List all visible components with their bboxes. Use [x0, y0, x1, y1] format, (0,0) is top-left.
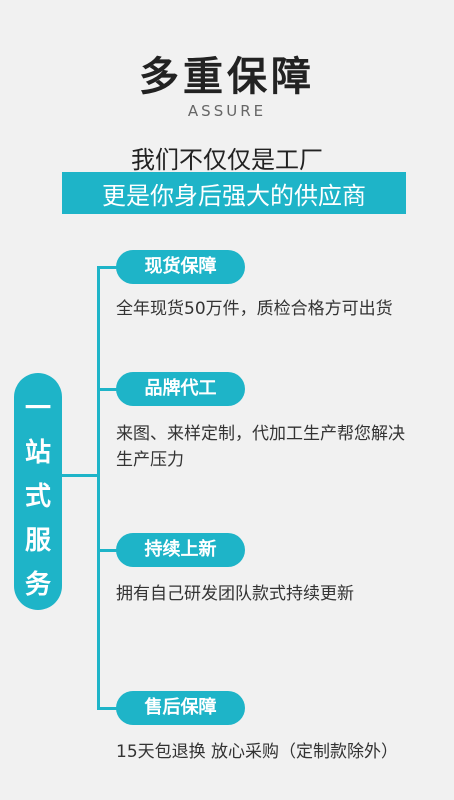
timeline-trunk: [97, 267, 100, 709]
feature-desc-new: 拥有自己研发团队款式持续更新: [116, 584, 354, 604]
feature-tag-oem: 品牌代工: [116, 372, 245, 406]
tagline-primary: 我们不仅仅是工厂: [131, 146, 323, 174]
feature-desc-oem: 来图、来样定制，代加工生产帮您解决生产压力: [116, 424, 405, 470]
feature-tag-stock: 现货保障: [116, 250, 245, 284]
feature-desc-stock: 全年现货50万件，质检合格方可出货: [116, 299, 393, 319]
tagline-banner: 更是你身后强大的供应商: [62, 172, 406, 214]
timeline-branch: [97, 549, 117, 552]
page-subtitle: ASSURE: [187, 102, 267, 120]
tagline-secondary: 更是你身后强大的供应商: [102, 182, 366, 210]
timeline-branch: [97, 707, 117, 710]
page-title: 多重保障: [139, 54, 315, 100]
feature-desc-aftersales: 15天包退换 放心采购（定制款除外）: [116, 742, 399, 762]
feature-tag-aftersales: 售后保障: [116, 691, 245, 725]
service-label-pill: 一站式服务: [14, 373, 62, 610]
service-label-text: 一站式服务: [24, 394, 51, 600]
timeline-connector: [62, 474, 99, 477]
feature-tag-new: 持续上新: [116, 533, 245, 567]
timeline-branch: [97, 388, 117, 391]
timeline-branch: [97, 266, 117, 269]
